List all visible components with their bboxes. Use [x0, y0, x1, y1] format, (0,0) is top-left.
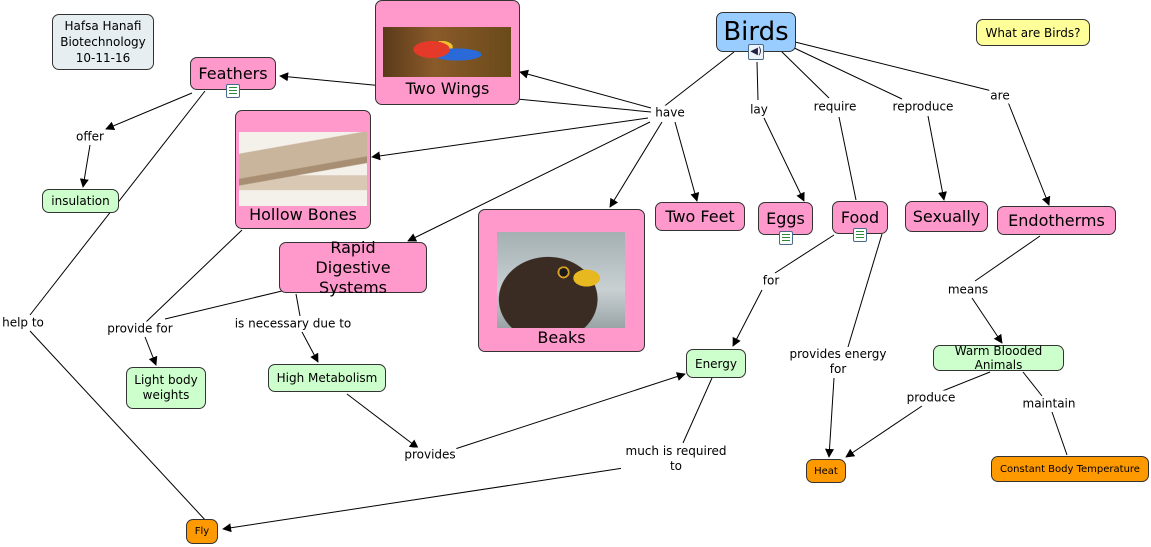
concept-warm-blooded-label: Warm Blooded Animals	[954, 344, 1043, 372]
document-icon[interactable]	[779, 231, 793, 245]
edge-have-beaks	[609, 121, 663, 208]
edge-are-endotherms	[1007, 101, 1051, 206]
question-label: What are Birds?	[985, 25, 1081, 40]
link-have: have	[654, 105, 686, 121]
edge-food-provides	[847, 233, 883, 348]
concept-warm-blooded[interactable]: Warm Blooded Animals	[933, 344, 1064, 372]
edge-help-fly	[29, 330, 208, 523]
edge-warm-produce	[939, 371, 991, 393]
concept-constant-temp[interactable]: Constant Body Temperature	[991, 456, 1149, 482]
concept-eggs-label: Eggs	[766, 209, 805, 228]
edge-bones-provide	[145, 229, 243, 323]
edge-energy-required	[682, 377, 713, 444]
edge-for-energy	[732, 289, 763, 347]
edge-birds-lay	[756, 61, 759, 101]
link-reproduce: reproduce	[891, 99, 955, 115]
link-maintain: maintain	[1021, 396, 1077, 412]
edge-birds-reproduce	[789, 45, 903, 100]
edge-maintain-temp	[1051, 411, 1068, 456]
concept-birds-label: Birds	[723, 17, 789, 47]
edge-provide-light	[144, 336, 158, 366]
edge-have-hollow-bones	[371, 117, 649, 161]
edge-endo-means	[974, 235, 1041, 282]
concept-food-label: Food	[840, 208, 880, 227]
concept-fly-label: Fly	[194, 526, 210, 537]
concept-heat[interactable]: Heat	[806, 459, 846, 483]
link-provides: provides	[403, 447, 457, 463]
link-for: for	[761, 273, 781, 289]
link-provide-for: provide for	[106, 321, 174, 337]
concept-two-wings-label: Two Wings	[405, 79, 490, 98]
edge-birds-require	[779, 49, 830, 99]
concept-rapid-digestive[interactable]: Rapid Digestive Systems	[279, 238, 427, 297]
concept-energy[interactable]: Energy	[686, 349, 746, 378]
concept-sexually[interactable]: Sexually	[905, 201, 988, 232]
link-provides-energy: provides energy for	[787, 347, 889, 377]
edge-reproduce-sexually	[927, 115, 947, 201]
edge-birds-are	[794, 41, 993, 92]
author-name: Hafsa Hanafi	[64, 19, 142, 33]
concept-high-metabolism-label: High Metabolism	[276, 371, 378, 385]
author-date: 10-11-16	[75, 51, 131, 65]
link-require: require	[812, 99, 858, 115]
concept-two-feet-label: Two Feet	[665, 207, 735, 226]
edge-required-fly	[222, 466, 631, 533]
edge-have-two-wings	[519, 69, 652, 109]
bone-image	[239, 132, 367, 206]
author-note: Hafsa Hanafi Biotechnology 10-11-16	[52, 14, 154, 70]
edge-lay-eggs	[763, 117, 805, 202]
concept-beaks-label: Beaks	[537, 328, 586, 347]
concept-fly[interactable]: Fly	[186, 519, 218, 544]
concept-heat-label: Heat	[814, 465, 838, 477]
link-are: are	[989, 88, 1011, 104]
document-icon[interactable]	[853, 228, 867, 242]
parrot-image	[383, 27, 511, 77]
link-help-to: help to	[1, 315, 45, 331]
edge-digestive-provide	[164, 290, 283, 320]
concept-endotherms-label: Endotherms	[1008, 211, 1105, 230]
edge-have-two-feet	[674, 121, 700, 202]
edge-food-for	[774, 234, 835, 274]
concept-high-metabolism[interactable]: High Metabolism	[268, 364, 386, 392]
hawk-image	[497, 232, 625, 328]
concept-sexually-label: Sexually	[912, 207, 981, 226]
concept-energy-label: Energy	[694, 356, 737, 371]
concept-feathers[interactable]: Feathers	[190, 57, 276, 90]
link-means: means	[946, 282, 990, 298]
edge-metabolism-provides	[346, 393, 419, 449]
concept-feathers-label: Feathers	[198, 64, 268, 83]
edge-birds-have	[661, 51, 735, 109]
link-offer: offer	[75, 129, 105, 145]
edge-digestive-necessary	[295, 293, 301, 317]
link-much-required: much is required to	[621, 444, 731, 474]
concept-two-feet[interactable]: Two Feet	[655, 202, 745, 231]
edge-feathers-offer	[105, 92, 193, 131]
edge-necessary-metabolism	[301, 331, 319, 363]
edge-offer-insulation	[79, 144, 91, 188]
edge-have-digestive	[407, 121, 651, 242]
question-note[interactable]: What are Birds?	[976, 19, 1090, 46]
concept-insulation-label: insulation	[51, 194, 110, 208]
concept-insulation[interactable]: insulation	[42, 189, 119, 213]
concept-constant-temp-label: Constant Body Temperature	[1000, 463, 1140, 475]
edge-means-warm	[971, 297, 1003, 344]
concept-light-body-weights-label: Light body weights	[134, 373, 198, 402]
concept-rapid-digestive-label: Rapid Digestive Systems	[315, 237, 391, 297]
author-course: Biotechnology	[60, 35, 146, 49]
edge-produce-heat	[845, 405, 923, 458]
concept-endotherms[interactable]: Endotherms	[997, 206, 1116, 235]
speaker-icon[interactable]: ◀)	[748, 44, 764, 60]
edge-warm-maintain	[1022, 371, 1043, 397]
edge-require-food	[838, 116, 857, 201]
edge-provides-energy	[454, 372, 686, 450]
concept-birds[interactable]: Birds	[716, 12, 796, 52]
edge-provides-heat	[825, 377, 835, 458]
link-lay: lay	[749, 102, 769, 118]
link-necessary: is necessary due to	[233, 316, 353, 332]
link-produce: produce	[905, 390, 957, 406]
concept-eggs[interactable]: Eggs	[758, 202, 813, 235]
document-icon[interactable]	[226, 84, 240, 98]
concept-light-body-weights[interactable]: Light body weights	[126, 367, 206, 409]
concept-hollow-bones-label: Hollow Bones	[249, 205, 357, 224]
